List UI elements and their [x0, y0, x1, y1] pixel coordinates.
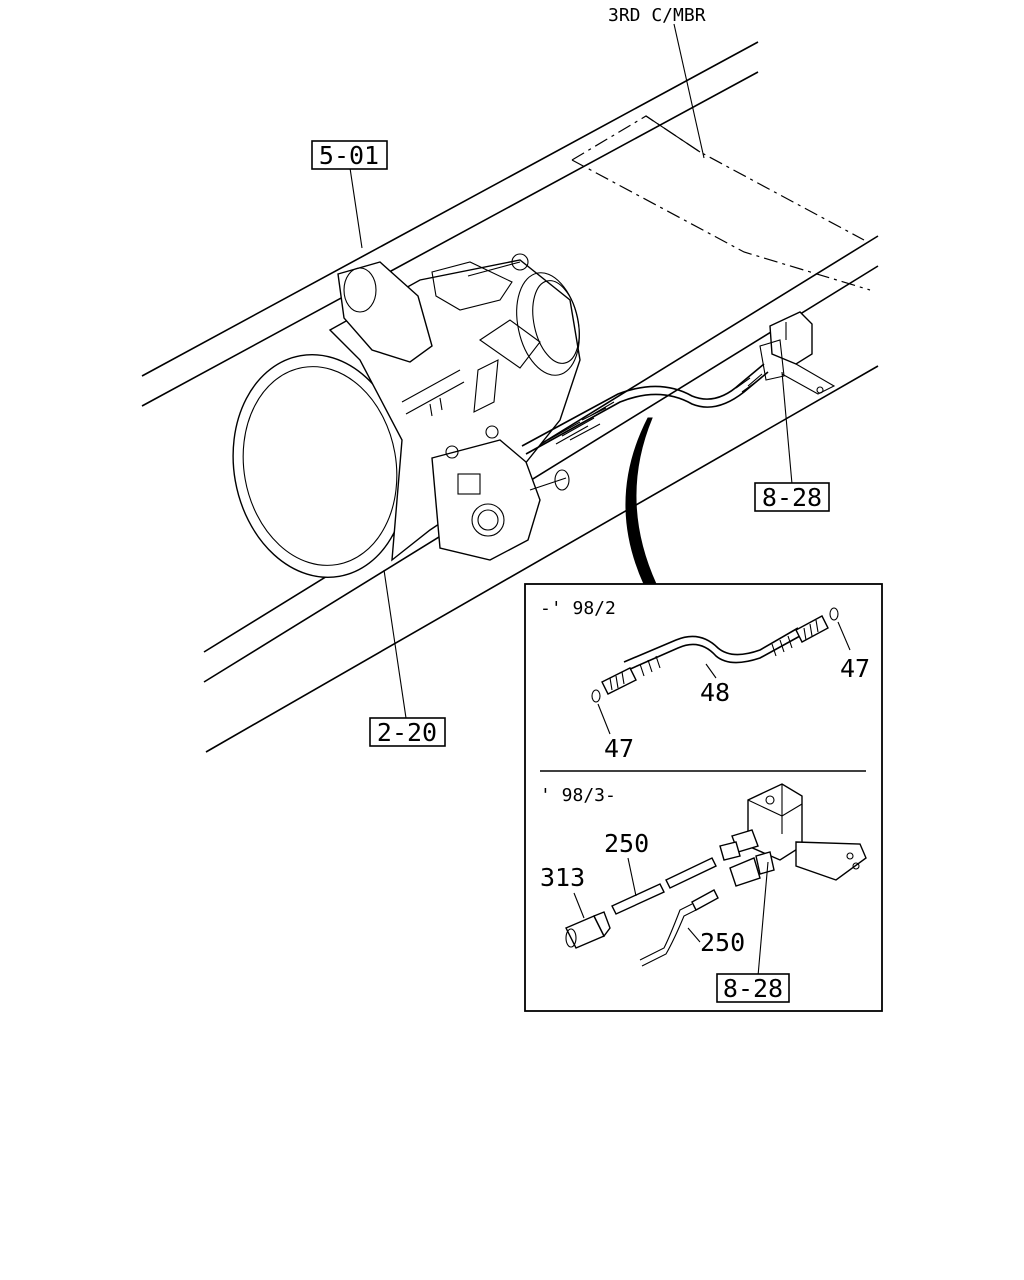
leader-lines-main — [349, 23, 793, 719]
ref-5-01-label: 5-01 — [319, 141, 379, 170]
valve-bracket-main — [759, 311, 836, 395]
callout-5-01: 5-01 — [311, 140, 388, 170]
part-48-label: 48 — [700, 678, 730, 707]
transmission-assembly — [232, 253, 581, 579]
ref-8-28-main-label: 8-28 — [762, 483, 822, 512]
air-hose-main — [521, 363, 769, 455]
ref-8-28-inset-label: 8-28 — [723, 974, 783, 1003]
valve-assembly-inset — [719, 783, 867, 887]
part-47-right-label: 47 — [840, 654, 870, 683]
fitting-313 — [565, 911, 611, 949]
callout-8-28-main: 8-28 — [754, 482, 830, 512]
part-47-left-label: 47 — [604, 734, 634, 763]
callout-8-28-inset: 8-28 — [716, 973, 790, 1003]
o-ring-47-right — [829, 607, 839, 621]
ref-2-20-label: 2-20 — [377, 718, 437, 747]
hose-48-drawing — [601, 615, 829, 695]
inset-bottom-period: ' 98/3- — [540, 785, 616, 806]
detail-inset: -' 98/2 47 48 47 ' 98/3- — [524, 583, 883, 1012]
detail-arrow — [625, 417, 657, 585]
third-crossmember-label: 3RD C/MBR — [608, 5, 706, 26]
callout-third-crossmember: 3RD C/MBR — [608, 5, 706, 26]
inset-top-period: -' 98/2 — [540, 598, 616, 619]
o-ring-47-left — [591, 689, 601, 703]
tubes-250 — [611, 857, 719, 967]
part-250-upper-label: 250 — [604, 829, 649, 858]
part-313-label: 313 — [540, 863, 585, 892]
part-250-lower-label: 250 — [700, 928, 745, 957]
callout-2-20: 2-20 — [369, 717, 446, 747]
third-crossmember — [571, 115, 871, 291]
